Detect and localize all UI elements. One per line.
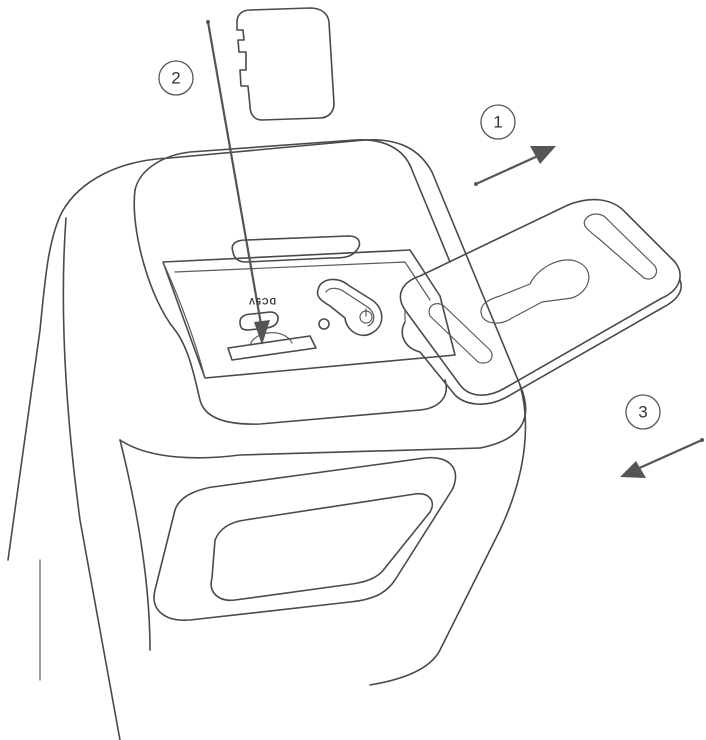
sd-slot <box>228 336 316 360</box>
sd-card <box>237 8 334 120</box>
step-marker-2: 2 <box>159 61 193 95</box>
step-marker-1: 1 <box>481 105 515 139</box>
step-number-3: 3 <box>638 403 647 422</box>
reset-hole <box>319 319 329 329</box>
dc-port-label: DC5V <box>248 296 276 306</box>
camera-body <box>8 140 526 740</box>
step-number-1: 1 <box>493 113 502 132</box>
step-number-2: 2 <box>171 69 180 88</box>
step-3-arrow <box>620 438 704 478</box>
step-marker-3: 3 <box>626 395 660 429</box>
speaker-window <box>154 458 455 621</box>
rubber-cover <box>400 200 681 405</box>
step-1-arrow <box>474 146 556 186</box>
